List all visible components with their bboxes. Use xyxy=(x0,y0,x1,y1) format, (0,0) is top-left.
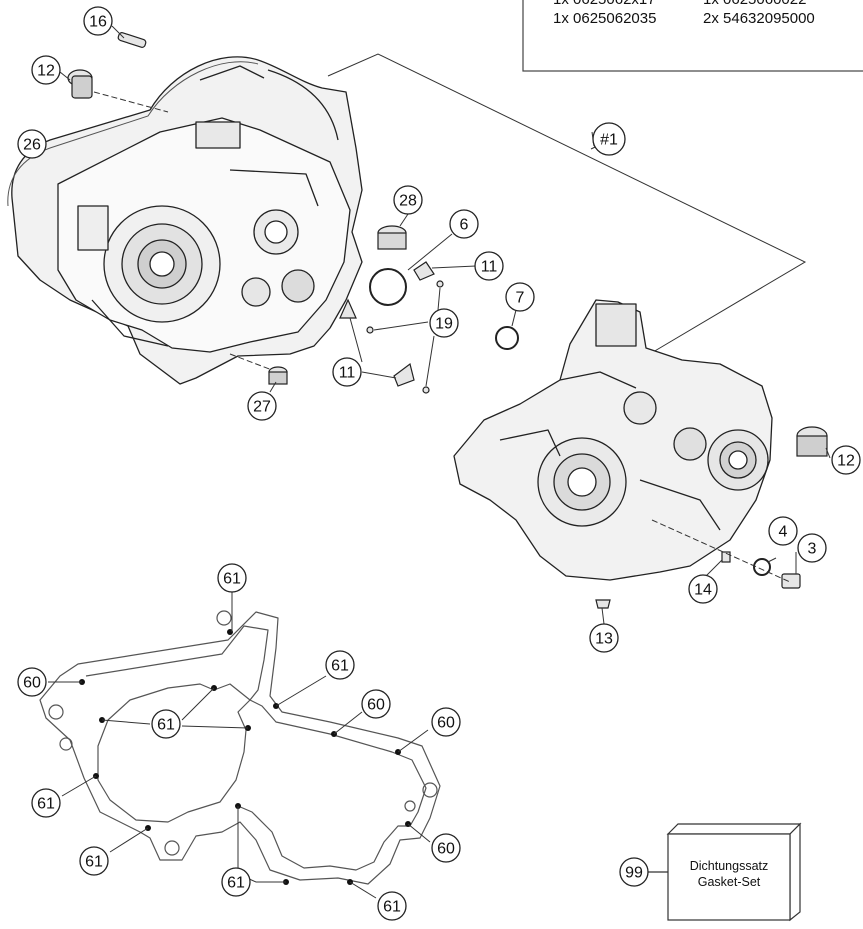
bushing-28-body xyxy=(377,232,407,250)
svg-text:26: 26 xyxy=(23,137,41,154)
bushing-12-right-body xyxy=(796,435,828,457)
svg-text:61: 61 xyxy=(223,571,241,588)
callout-11-bottom[interactable]: 11 xyxy=(332,357,362,387)
gasket-callout-61-bottom-left[interactable]: 61 xyxy=(79,846,109,876)
svg-text:61: 61 xyxy=(37,796,55,813)
svg-text:61: 61 xyxy=(157,717,175,734)
svg-text:27: 27 xyxy=(253,399,271,416)
svg-text:14: 14 xyxy=(694,582,712,599)
plug-3 xyxy=(781,573,801,589)
plate-11-bottom xyxy=(393,362,415,387)
gasket-set-label-en: Gasket-Set xyxy=(698,875,761,889)
callout-26[interactable]: 26 xyxy=(17,129,47,159)
callout-99[interactable]: 99 xyxy=(619,857,649,887)
callout-27[interactable]: 27 xyxy=(247,391,277,421)
callout-12-right[interactable]: 12 xyxy=(831,445,861,475)
callout-19[interactable]: 19 xyxy=(429,308,459,338)
bushing-27-body xyxy=(268,371,288,385)
svg-text:11: 11 xyxy=(481,259,498,276)
svg-text:12: 12 xyxy=(837,453,855,470)
callout-7[interactable]: 7 xyxy=(505,282,535,312)
svg-text:#1: #1 xyxy=(600,132,618,149)
parts-reference-box: 1x 0625062x17 1x 0625060022 1x 062506203… xyxy=(522,0,863,72)
svg-text:61: 61 xyxy=(383,899,401,916)
svg-text:13: 13 xyxy=(595,631,613,648)
parts-box-partial-right: 1x 0625060022 xyxy=(703,0,806,8)
svg-text:3: 3 xyxy=(808,541,817,558)
callout-14[interactable]: 14 xyxy=(688,574,718,604)
circlip-7 xyxy=(495,326,519,350)
seal-ring-4 xyxy=(753,558,771,576)
parts-box-partial-left: 1x 0625062x17 xyxy=(553,0,656,8)
svg-text:28: 28 xyxy=(399,193,417,210)
plate-11-top xyxy=(413,261,435,281)
gasket-callout-60-center-right[interactable]: 60 xyxy=(361,689,391,719)
screw-19-c xyxy=(422,386,430,394)
svg-text:12: 12 xyxy=(37,63,55,80)
gasket-callout-dots xyxy=(79,629,411,885)
left-crankcase-half xyxy=(11,56,363,385)
svg-text:60: 60 xyxy=(23,675,41,692)
callout-6[interactable]: 6 xyxy=(449,209,479,239)
callout-16[interactable]: 16 xyxy=(83,6,113,36)
gasket-callout-60-left[interactable]: 60 xyxy=(17,667,47,697)
svg-text:61: 61 xyxy=(85,854,103,871)
gasket-callout-61-bottom-center[interactable]: 61 xyxy=(221,867,251,897)
bushing-12-left-body xyxy=(71,75,93,99)
gasket-callout-60-lower-right[interactable]: 60 xyxy=(431,833,461,863)
callout-28[interactable]: 28 xyxy=(393,185,423,215)
svg-text:19: 19 xyxy=(435,316,453,333)
svg-text:61: 61 xyxy=(227,875,245,892)
svg-text:61: 61 xyxy=(331,658,349,675)
right-crankcase-half xyxy=(453,299,773,581)
pin-14 xyxy=(721,551,731,563)
gasket-set-box xyxy=(648,822,802,922)
gasket-leader-lines xyxy=(48,592,431,899)
screw-13 xyxy=(595,599,611,609)
case-gasket-outline xyxy=(7,61,259,207)
screw-19-a xyxy=(436,280,444,288)
gasket-callout-61-center[interactable]: 61 xyxy=(151,709,181,739)
svg-text:60: 60 xyxy=(367,697,385,714)
gasket-callout-61-lower-left[interactable]: 61 xyxy=(31,788,61,818)
gasket-callout-61-top[interactable]: 61 xyxy=(217,563,247,593)
callout-13[interactable]: 13 xyxy=(589,623,619,653)
parts-box-line-right: 2x 54632095000 xyxy=(703,10,815,27)
screw-19-b xyxy=(366,326,374,334)
callout-4[interactable]: 4 xyxy=(768,516,798,546)
svg-text:6: 6 xyxy=(460,217,469,234)
gasket-set-label-de: Dichtungssatz xyxy=(690,859,769,873)
screw-16 xyxy=(117,32,147,48)
svg-text:11: 11 xyxy=(339,365,356,382)
callout-3[interactable]: 3 xyxy=(797,533,827,563)
svg-text:16: 16 xyxy=(89,14,107,31)
circlip-6 xyxy=(369,268,407,306)
callout-1[interactable]: #1 xyxy=(592,122,626,156)
parts-box-line-left: 1x 0625062035 xyxy=(553,10,656,27)
svg-text:7: 7 xyxy=(516,290,525,307)
svg-text:99: 99 xyxy=(625,865,643,882)
callout-12-left[interactable]: 12 xyxy=(31,55,61,85)
svg-text:60: 60 xyxy=(437,841,455,858)
svg-text:4: 4 xyxy=(779,524,788,541)
plate-11-mid xyxy=(339,298,357,319)
gasket-callout-61-upper-right[interactable]: 61 xyxy=(325,650,355,680)
gasket-callout-60-right[interactable]: 60 xyxy=(431,707,461,737)
base-gasket xyxy=(39,610,441,885)
gasket-callout-61-bottom-right[interactable]: 61 xyxy=(377,891,407,921)
callout-11-top[interactable]: 11 xyxy=(474,251,504,281)
svg-text:60: 60 xyxy=(437,715,455,732)
leader-lines-upper xyxy=(59,25,831,625)
